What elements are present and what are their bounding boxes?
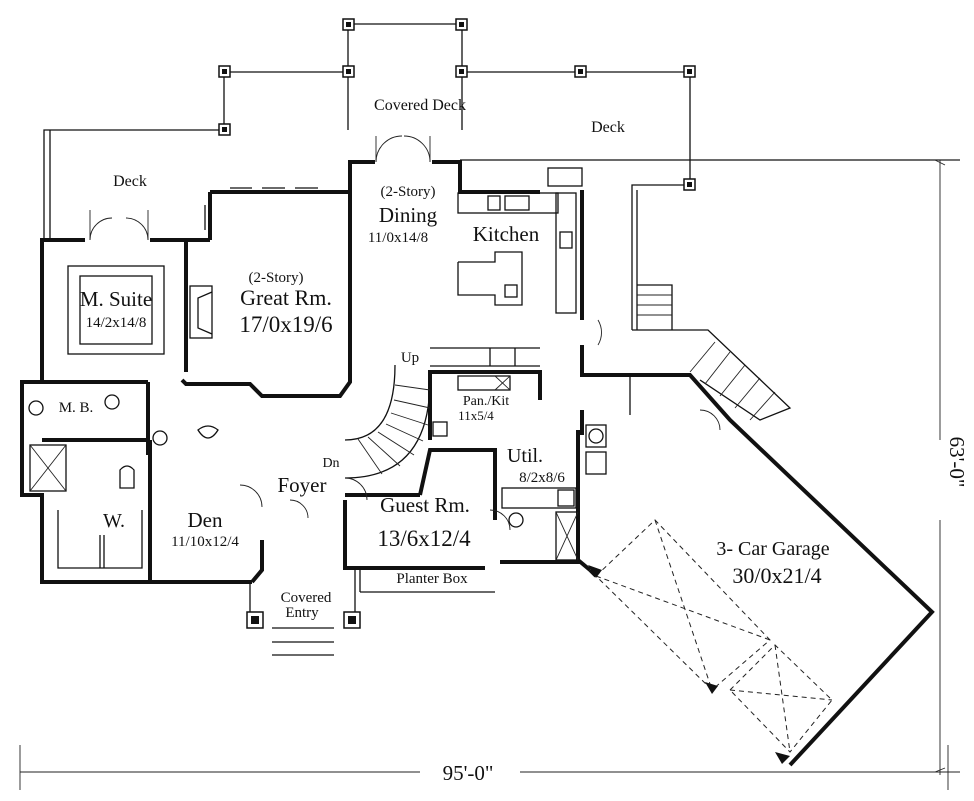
deck-right-label: Deck [591, 119, 625, 136]
utility-size-label: 8/2x8/6 [519, 470, 565, 486]
garage-label: 3- Car Garage [716, 538, 829, 560]
garage-size-label: 30/0x21/4 [732, 563, 821, 588]
guest-room-size-label: 13/6x12/4 [377, 526, 471, 551]
depth-dimension-label: 63'-0" [945, 437, 969, 488]
guest-room-label: Guest Rm. [380, 493, 470, 517]
covered-entry-label-1: Covered [281, 590, 332, 606]
great-room-story-label: (2-Story) [249, 270, 304, 286]
master-bath-label: M. B. [59, 400, 94, 416]
deck-outlines [43, 23, 960, 330]
deck-posts [218, 18, 696, 191]
room-labels: Covered Deck Deck Deck (2-Story) Dining … [59, 97, 969, 785]
kitchen-label: Kitchen [473, 222, 540, 246]
pantry-size-label: 11x5/4 [458, 408, 494, 423]
master-suite-label: M. Suite [80, 287, 152, 311]
covered-entry-label-2: Entry [285, 605, 319, 621]
great-room-label: Great Rm. [240, 285, 332, 310]
width-dimension-label: 95'-0" [443, 761, 494, 785]
master-suite-size-label: 14/2x14/8 [86, 315, 147, 331]
dining-label: Dining [379, 203, 438, 227]
pantry-label: Pan./Kit [463, 394, 509, 409]
den-label: Den [188, 508, 223, 532]
dimension-lines [19, 159, 965, 790]
foyer-label: Foyer [278, 473, 327, 497]
deck-left-label: Deck [113, 173, 147, 190]
garage [585, 284, 935, 767]
exterior-walls [20, 160, 610, 584]
walk-in-label: W. [103, 510, 125, 532]
covered-deck-label: Covered Deck [374, 97, 466, 114]
den-size-label: 11/10x12/4 [171, 534, 239, 550]
dining-size-label: 11/0x14/8 [368, 230, 428, 246]
great-room-size-label: 17/0x19/6 [239, 312, 332, 337]
interior-details [28, 135, 721, 656]
dining-story-label: (2-Story) [381, 184, 436, 200]
stair-down-label: Dn [322, 456, 339, 471]
planter-box-label: Planter Box [396, 571, 468, 587]
stair-up-label: Up [401, 350, 419, 366]
utility-label: Util. [507, 445, 543, 467]
